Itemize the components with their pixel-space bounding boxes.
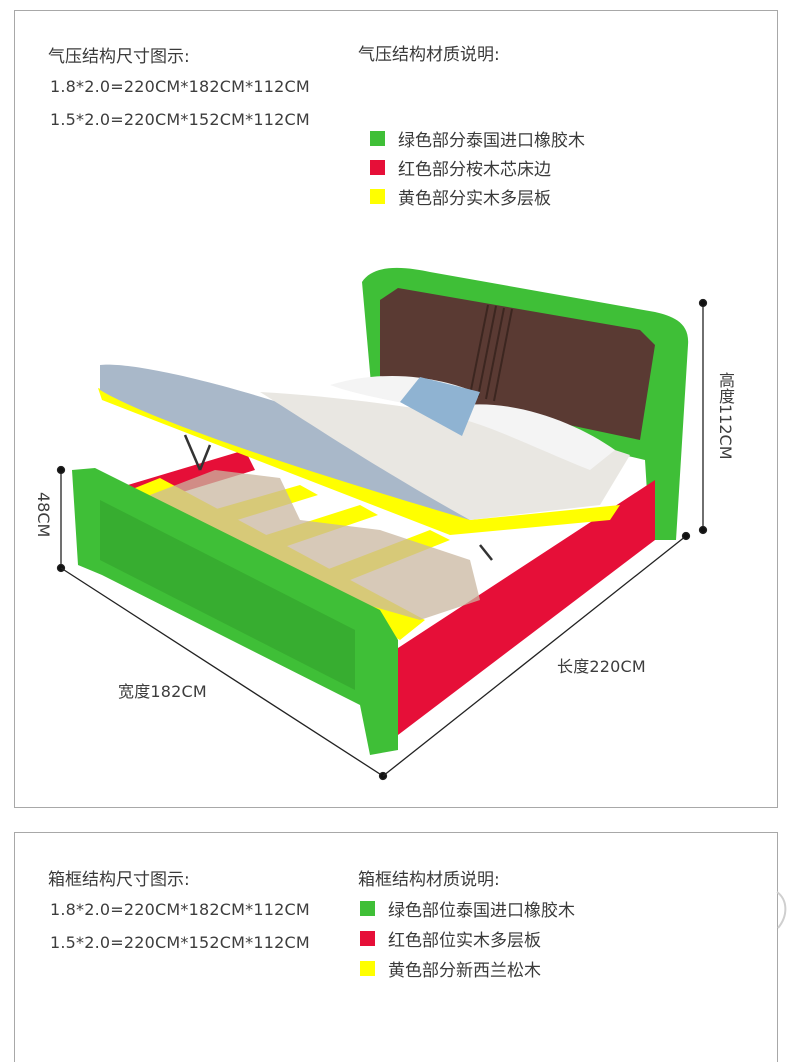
length-label: 长度220CM bbox=[557, 657, 646, 676]
gas-material-title: 气压结构材质说明: bbox=[358, 45, 500, 65]
box-legend-red: 红色部位实木多层板 bbox=[360, 926, 541, 951]
box-size-line-1: 1.8*2.0=220CM*182CM*112CM bbox=[50, 900, 310, 919]
box-size-line-2: 1.5*2.0=220CM*152CM*112CM bbox=[50, 933, 310, 952]
side-rail bbox=[398, 480, 655, 735]
red-swatch bbox=[370, 160, 385, 175]
cushion bbox=[400, 377, 480, 436]
height-label: 高度112CM bbox=[716, 372, 735, 460]
green-swatch bbox=[370, 131, 385, 146]
box-legend-red-label: 红色部位实木多层板 bbox=[388, 931, 541, 951]
footboard-panel bbox=[100, 500, 355, 690]
headboard-leather bbox=[380, 288, 655, 440]
box-material-title: 箱框结构材质说明: bbox=[358, 870, 500, 890]
width-label: 宽度182CM bbox=[118, 682, 207, 701]
box-structure-panel bbox=[14, 832, 778, 1062]
lift-struts bbox=[183, 434, 493, 561]
mattress-top bbox=[260, 392, 630, 520]
leather-stitching bbox=[469, 304, 513, 402]
box-legend-yellow: 黄色部分新西兰松木 bbox=[360, 956, 541, 981]
gas-size-line-2: 1.5*2.0=220CM*152CM*112CM bbox=[50, 110, 310, 129]
green-swatch bbox=[360, 901, 375, 916]
red-swatch bbox=[360, 931, 375, 946]
dimension-lines bbox=[56, 298, 708, 781]
yellow-swatch bbox=[370, 189, 385, 204]
box-size-title: 箱框结构尺寸图示: bbox=[48, 870, 190, 890]
foot-height-label: 48CM bbox=[34, 492, 53, 538]
gas-legend-green-label: 绿色部分泰国进口橡胶木 bbox=[398, 131, 585, 151]
box-legend-green-label: 绿色部位泰国进口橡胶木 bbox=[388, 901, 575, 921]
gas-legend-red: 红色部分桉木芯床边 bbox=[370, 155, 551, 180]
bed-illustration bbox=[56, 267, 708, 781]
mattress bbox=[100, 364, 470, 520]
gas-legend-red-label: 红色部分桉木芯床边 bbox=[398, 160, 551, 180]
gas-legend-yellow: 黄色部分实木多层板 bbox=[370, 184, 551, 209]
edge-curve-decoration bbox=[776, 891, 787, 929]
mattress-board-yellow bbox=[98, 388, 620, 535]
yellow-swatch bbox=[360, 961, 375, 976]
pillow-2 bbox=[465, 404, 615, 470]
storage-items bbox=[150, 470, 480, 620]
gas-size-line-1: 1.8*2.0=220CM*182CM*112CM bbox=[50, 77, 310, 96]
box-legend-green: 绿色部位泰国进口橡胶木 bbox=[360, 896, 575, 921]
gas-legend-green: 绿色部分泰国进口橡胶木 bbox=[370, 126, 585, 151]
gas-size-title: 气压结构尺寸图示: bbox=[48, 47, 190, 67]
box-legend-yellow-label: 黄色部分新西兰松木 bbox=[388, 961, 541, 981]
gas-legend-yellow-label: 黄色部分实木多层板 bbox=[398, 189, 551, 209]
